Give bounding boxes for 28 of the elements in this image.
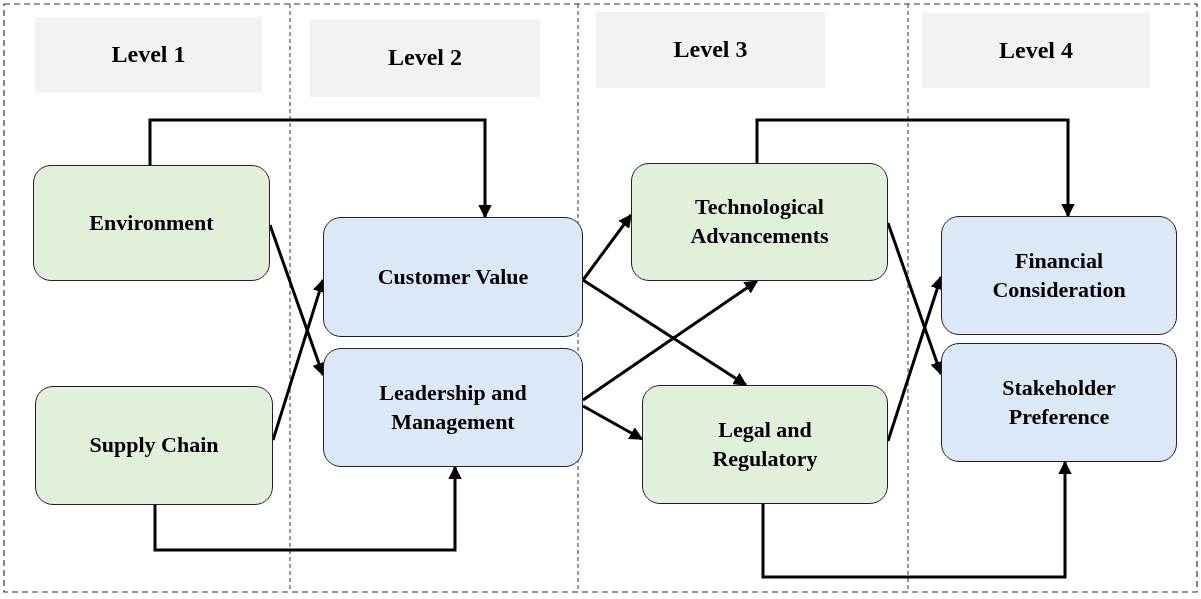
level-label: Level 3 [673,35,748,65]
factor-label: Leadership and Management [378,378,528,436]
factor-label: Environment [88,208,215,237]
arrow [581,213,633,281]
arrow [582,278,748,387]
factor-label: Customer Value [376,262,530,291]
arrow [755,118,1075,218]
factor-label: Technological Advancements [689,193,830,250]
arrow [148,118,492,219]
factor-box [323,217,583,337]
factor-box [642,385,888,504]
factor-box [323,348,583,467]
factor-label: Legal and Regulatory [711,415,819,473]
factor-box [631,163,888,281]
factor-box [33,165,270,281]
factor-box [941,216,1177,335]
arrow [153,465,462,552]
factor-box [35,386,273,505]
level-label: Level 1 [111,40,186,70]
arrow [582,404,644,441]
factor-label: Financial Consideration [991,246,1127,304]
level-label: Level 2 [388,43,462,73]
factor-label: Stakeholder Preference [1001,373,1117,431]
factor-label: Supply Chain [88,431,220,460]
arrow [761,460,1072,579]
factor-box [941,343,1177,462]
level-label: Level 4 [999,35,1073,65]
arrow [582,279,759,402]
